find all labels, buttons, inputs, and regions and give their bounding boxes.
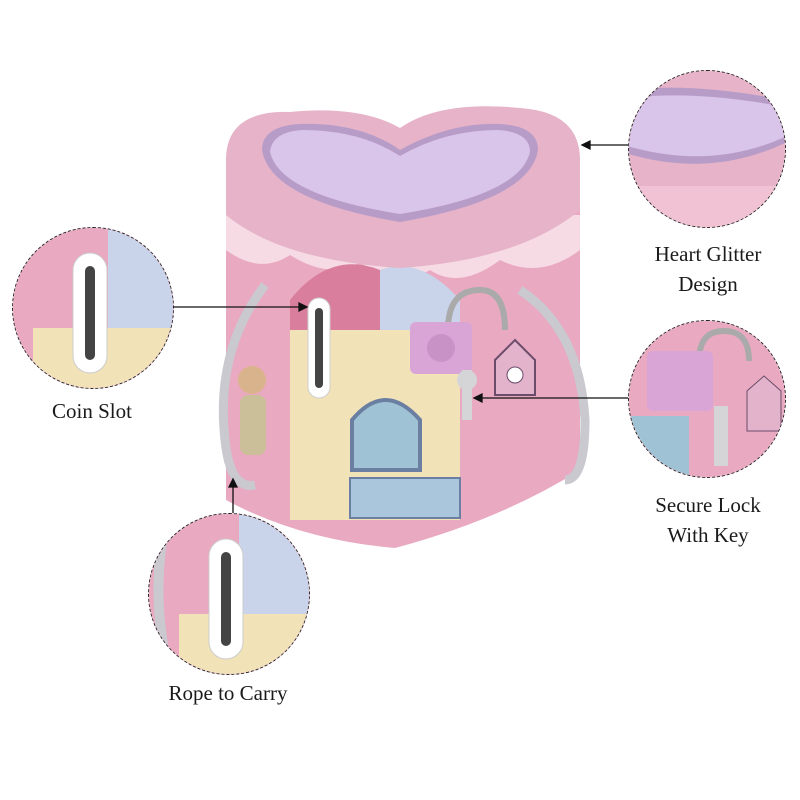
rope-zoom-circle: [148, 513, 310, 675]
arrow-icon: [472, 392, 483, 404]
arrow-icon: [580, 139, 591, 151]
arrow-icon: [298, 301, 309, 313]
label-line: Design: [678, 272, 738, 296]
key: [462, 370, 472, 420]
rope-left: [218, 282, 269, 490]
coin-slot-label: Coin Slot: [0, 396, 192, 426]
label-line: Coin Slot: [52, 399, 132, 423]
arrow-icon: [227, 477, 239, 488]
label-line: Secure Lock: [655, 493, 761, 517]
rope-right: [517, 286, 590, 485]
coin-slot-zoom-circle: [12, 227, 174, 389]
rope-label: Rope to Carry: [128, 678, 328, 708]
heart-glitter-zoom-circle: [628, 70, 786, 228]
label-line: Rope to Carry: [168, 681, 288, 705]
secure-lock-zoom-circle: [628, 320, 786, 478]
label-line: Heart Glitter: [654, 242, 762, 266]
label-line: With Key: [667, 523, 749, 547]
heart-glitter-label: Heart Glitter Design: [608, 239, 800, 299]
secure-lock-label: Secure Lock With Key: [608, 490, 800, 550]
glitter-beads: [270, 130, 530, 214]
door-window: [350, 398, 422, 472]
